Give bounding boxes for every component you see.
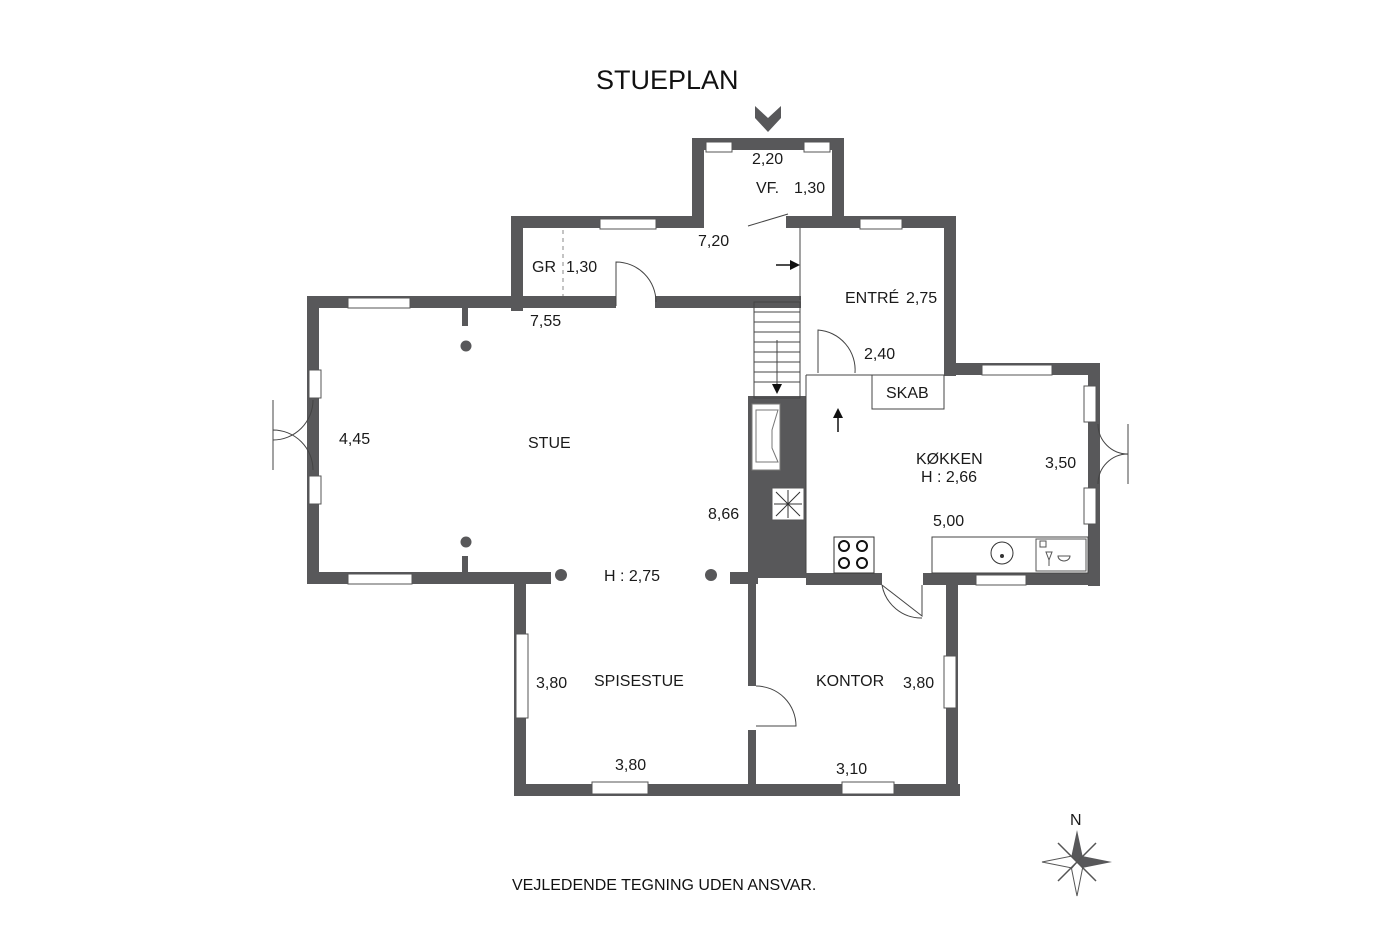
vf-name: VF. bbox=[756, 180, 779, 197]
stue-dim-top: 7,55 bbox=[530, 313, 561, 330]
room-labels: 2,20 VF. 1,30 7,20 GR 1,30 ENTRÉ 2,75 2,… bbox=[339, 151, 1076, 778]
partitions bbox=[562, 228, 945, 573]
stue-dim-side: 4,45 bbox=[339, 431, 370, 448]
staircase bbox=[753, 301, 801, 399]
spisestue-dim-side: 3,80 bbox=[536, 675, 567, 692]
fireplace bbox=[751, 403, 781, 471]
hall-dim: 7,20 bbox=[698, 233, 729, 250]
disclaimer-footer: VEJLEDENDE TEGNING UDEN ANSVAR. bbox=[512, 877, 816, 894]
kokken-height: H : 2,66 bbox=[921, 469, 977, 486]
spisestue-dim-bottom: 3,80 bbox=[615, 757, 646, 774]
vent-icon bbox=[771, 487, 805, 521]
skab-name: SKAB bbox=[886, 385, 929, 402]
stue-height: H : 2,75 bbox=[604, 568, 660, 585]
compass-north-label: N bbox=[1070, 812, 1082, 829]
windows bbox=[308, 141, 1097, 795]
entre-name: ENTRÉ bbox=[845, 288, 899, 307]
kitchen-counter bbox=[931, 536, 1089, 574]
kontor-name: KONTOR bbox=[816, 673, 884, 690]
spisestue-name: SPISESTUE bbox=[594, 673, 684, 690]
kokken-name: KØKKEN bbox=[916, 451, 983, 468]
stue-dim-long: 8,66 bbox=[708, 506, 739, 523]
kontor-dim-side: 3,80 bbox=[903, 675, 934, 692]
columns bbox=[460, 340, 717, 581]
skab-cabinet bbox=[871, 374, 945, 410]
vf-dim-w: 2,20 bbox=[752, 151, 783, 168]
direction-arrows bbox=[776, 260, 843, 432]
kokken-dim-w: 5,00 bbox=[933, 513, 964, 530]
vf-dim-d: 1,30 bbox=[794, 180, 825, 197]
compass-rose-icon: N bbox=[1041, 812, 1112, 897]
kontor-dim-bottom: 3,10 bbox=[836, 761, 867, 778]
stue-name: STUE bbox=[528, 435, 571, 452]
gr-dim: 1,30 bbox=[566, 259, 597, 276]
entre-dim-a: 2,75 bbox=[906, 290, 937, 307]
entrance-arrow-icon bbox=[755, 106, 781, 132]
doors bbox=[272, 213, 1129, 727]
kokken-dim-side: 3,50 bbox=[1045, 455, 1076, 472]
plan-title: STUEPLAN bbox=[596, 65, 739, 95]
stove-icon bbox=[833, 536, 875, 574]
entre-dim-b: 2,40 bbox=[864, 346, 895, 363]
gr-name: GR bbox=[532, 259, 556, 276]
